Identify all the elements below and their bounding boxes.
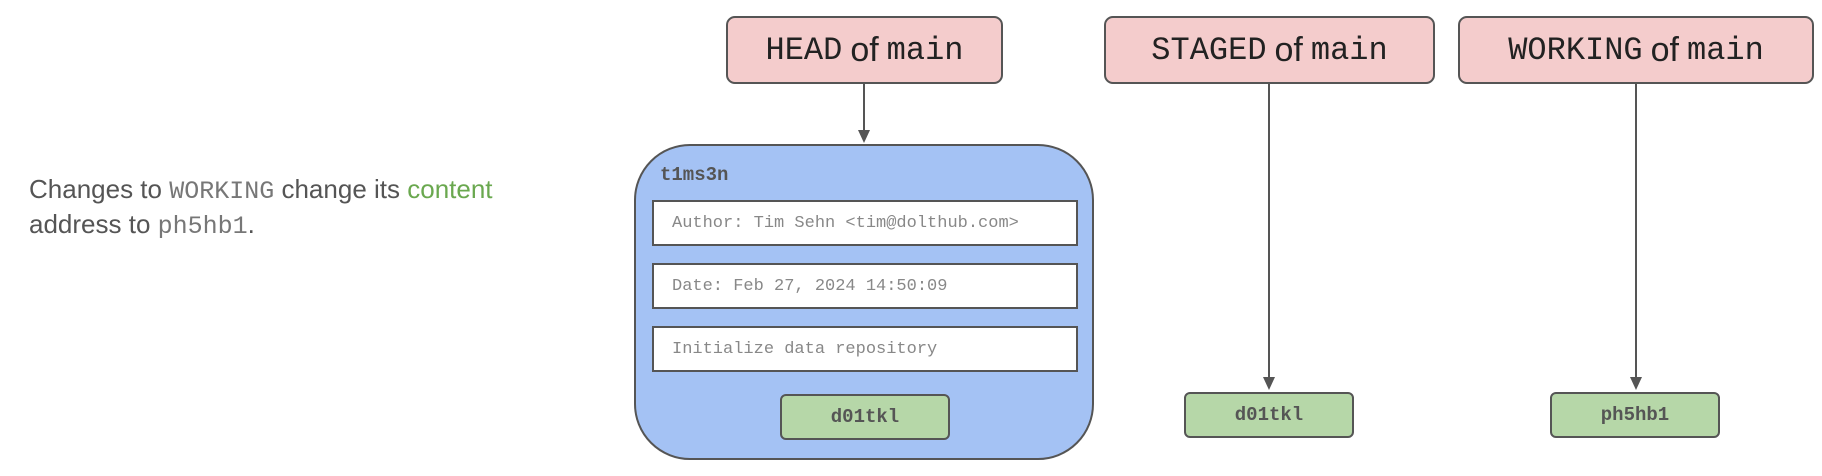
ref-branch: main: [886, 31, 964, 69]
caption-text: .: [247, 209, 255, 239]
commit-message: Initialize data repository: [652, 326, 1078, 372]
ref-of: of: [1274, 30, 1303, 69]
ref-name: STAGED: [1151, 31, 1267, 69]
caption-content-word: content: [407, 174, 493, 204]
ref-of: of: [850, 30, 879, 69]
caption-working-ref: WORKING: [169, 177, 275, 206]
ref-name: HEAD: [765, 31, 843, 69]
commit-date: Date: Feb 27, 2024 14:50:09: [652, 263, 1078, 309]
ref-branch: main: [1686, 31, 1764, 69]
commit-hash: d01tkl: [780, 394, 950, 440]
commit-author: Author: Tim Sehn <tim@dolthub.com>: [652, 200, 1078, 246]
caption: Changes to WORKING change its content ad…: [29, 173, 549, 243]
ref-name: WORKING: [1508, 31, 1643, 69]
working-hash: ph5hb1: [1550, 392, 1720, 438]
caption-text: Changes to: [29, 174, 170, 204]
staged-arrowhead: [1263, 377, 1275, 390]
working-arrowhead: [1630, 377, 1642, 390]
caption-text: change its: [274, 174, 408, 204]
commit-node: t1ms3n Author: Tim Sehn <tim@dolthub.com…: [634, 144, 1094, 460]
caption-address: ph5hb1: [157, 212, 248, 241]
ref-of: of: [1650, 30, 1679, 69]
staged-hash: d01tkl: [1184, 392, 1354, 438]
head-arrowhead: [858, 130, 870, 143]
caption-text: address to: [29, 209, 158, 239]
ref-branch: main: [1310, 31, 1388, 69]
commit-id: t1ms3n: [660, 164, 729, 186]
